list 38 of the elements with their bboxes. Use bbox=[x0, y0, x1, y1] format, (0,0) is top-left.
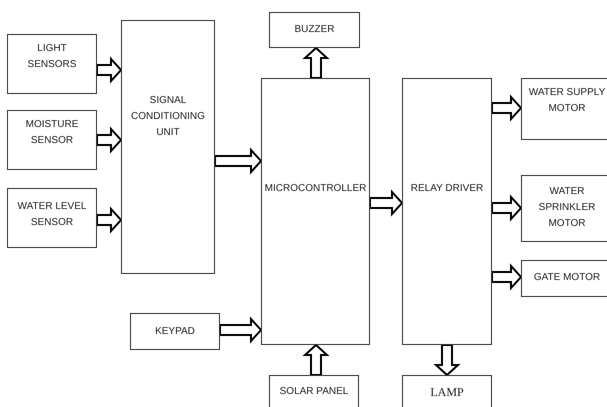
block-label: SIGNAL CONDITIONING UNIT bbox=[130, 94, 206, 140]
block-label: LAMP bbox=[430, 384, 464, 400]
block-box bbox=[521, 175, 607, 242]
block-label: MICROCONTROLLER bbox=[264, 182, 366, 196]
block-arrow bbox=[433, 344, 461, 376]
block-label: RELAY DRIVER bbox=[410, 182, 484, 196]
block-label: SOLAR PANEL bbox=[280, 385, 348, 399]
block-arrow bbox=[302, 46, 330, 79]
block-arrow bbox=[491, 194, 522, 222]
block-box bbox=[7, 188, 97, 248]
block-box bbox=[7, 110, 97, 170]
block-arrow bbox=[369, 189, 404, 217]
block-box bbox=[521, 78, 607, 140]
block-box bbox=[121, 20, 215, 274]
block-label: KEYPAD bbox=[155, 325, 195, 339]
block-arrow bbox=[96, 206, 122, 234]
block-box bbox=[402, 375, 492, 407]
block-arrow bbox=[96, 126, 122, 154]
block-box bbox=[7, 34, 97, 94]
block-label: MOISTURE SENSOR bbox=[24, 118, 80, 148]
block-arrow bbox=[96, 56, 122, 84]
block-box bbox=[261, 78, 370, 345]
block-box bbox=[269, 375, 359, 407]
block-label: GATE MOTOR bbox=[534, 271, 600, 285]
block-box bbox=[521, 260, 607, 297]
block-label: BUZZER bbox=[294, 23, 334, 37]
block-label: WATER LEVEL SENSOR bbox=[16, 200, 88, 230]
block-box bbox=[269, 12, 360, 48]
block-label: WATER SUPPLY MOTOR bbox=[528, 86, 606, 116]
block-arrow bbox=[219, 316, 262, 344]
block-arrow bbox=[302, 344, 330, 376]
block-box bbox=[130, 313, 220, 350]
block-label: WATER SPRINKLER MOTOR bbox=[538, 185, 596, 231]
block-arrow bbox=[491, 263, 522, 291]
block-label: LIGHT SENSORS bbox=[26, 42, 78, 72]
block-arrow bbox=[214, 147, 262, 175]
block-arrow bbox=[491, 94, 522, 122]
block-box bbox=[402, 78, 492, 345]
